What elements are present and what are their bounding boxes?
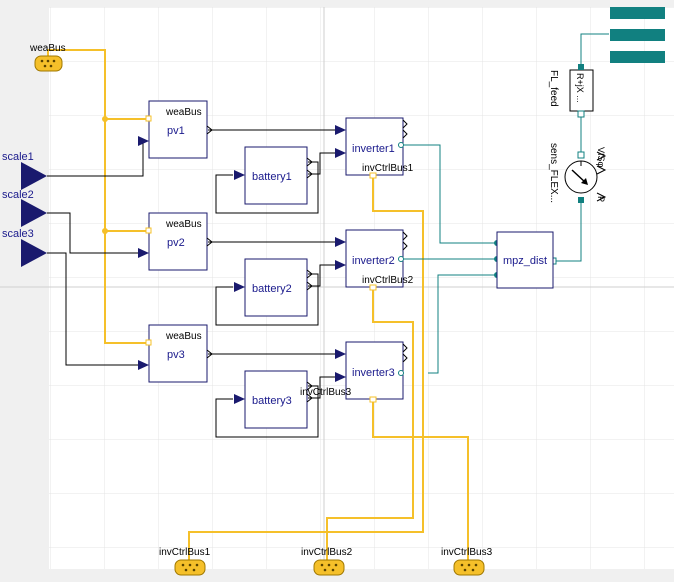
invctrlbus2-label: invCtrlBus2: [301, 547, 353, 558]
bus-connector-icon: [34, 55, 63, 72]
pv2-bus-label: weaBus: [165, 219, 202, 230]
bus-wires: [47, 49, 469, 560]
feeder-label: FL_feed: [548, 70, 559, 107]
sensor-block[interactable]: sens_FLEX... VISφ P: [548, 143, 607, 203]
battery2-label: battery2: [252, 283, 292, 295]
pv1-label: pv1: [167, 125, 185, 137]
feeder-block[interactable]: R+jX ... FL_feed: [548, 64, 594, 118]
scale3-label: scale3: [2, 228, 34, 240]
bus-connector-icon: [313, 559, 345, 576]
inverter1-block[interactable]: inverter1 invCtrlBus1: [335, 117, 414, 179]
inverter3-label: inverter3: [352, 367, 395, 379]
battery3-block[interactable]: battery3: [234, 370, 313, 429]
invctrlbus1-label: invCtrlBus1: [159, 547, 211, 558]
inverter2-bus-label: invCtrlBus2: [362, 275, 414, 286]
invctrlbus3-label: invCtrlBus3: [441, 547, 493, 558]
bus-connector-icon: [453, 559, 485, 576]
signal-wires: [47, 129, 338, 438]
sensor-outputs-label: VISφ: [596, 147, 606, 168]
sensor-label: sens_FLEX...: [548, 143, 559, 203]
invctrlbus3-output[interactable]: invCtrlBus3: [441, 547, 493, 576]
invctrlbus2-output[interactable]: invCtrlBus2: [301, 547, 353, 576]
inverter1-label: inverter1: [352, 143, 395, 155]
battery1-label: battery1: [252, 171, 292, 183]
scale1-label: scale1: [2, 151, 34, 163]
pv2-block[interactable]: weaBus pv2: [138, 212, 213, 271]
input-arrow-icon: [21, 239, 47, 267]
battery3-label: battery3: [252, 395, 292, 407]
inverter3-bus-label: invCtrlBus3: [300, 387, 352, 398]
input-arrow-icon: [21, 199, 47, 227]
bus-connector-icon: [174, 559, 206, 576]
inverter3-block[interactable]: inverter3 invCtrlBus3: [300, 341, 408, 403]
scale2-label: scale2: [2, 189, 34, 201]
pv3-label: pv3: [167, 349, 185, 361]
scale2-input[interactable]: scale2: [2, 189, 47, 227]
pv1-bus-label: weaBus: [165, 107, 202, 118]
scale1-input[interactable]: scale1: [2, 151, 47, 190]
invctrlbus1-output[interactable]: invCtrlBus1: [159, 547, 211, 576]
pv1-block[interactable]: weaBus pv1: [138, 100, 213, 159]
inverter2-label: inverter2: [352, 255, 395, 267]
pv3-block[interactable]: weaBus pv3: [138, 324, 213, 383]
pv2-label: pv2: [167, 237, 185, 249]
weabus-input-label: weaBus: [29, 43, 66, 54]
inverter2-block[interactable]: inverter2 invCtrlBus2: [335, 229, 414, 291]
scale3-input[interactable]: scale3: [2, 228, 47, 267]
battery2-block[interactable]: battery2: [234, 258, 313, 317]
inverter1-bus-label: invCtrlBus1: [362, 163, 414, 174]
pv3-bus-label: weaBus: [165, 331, 202, 342]
grid-terminal-icon[interactable]: [610, 7, 665, 63]
feeder-symbol: R+jX ...: [575, 73, 585, 103]
mpz-dist-label: mpz_dist: [503, 255, 547, 267]
mpz-dist-block[interactable]: mpz_dist: [496, 231, 554, 289]
input-arrow-icon: [21, 162, 47, 190]
weabus-input[interactable]: weaBus: [29, 43, 66, 72]
battery1-block[interactable]: battery1: [234, 146, 313, 205]
